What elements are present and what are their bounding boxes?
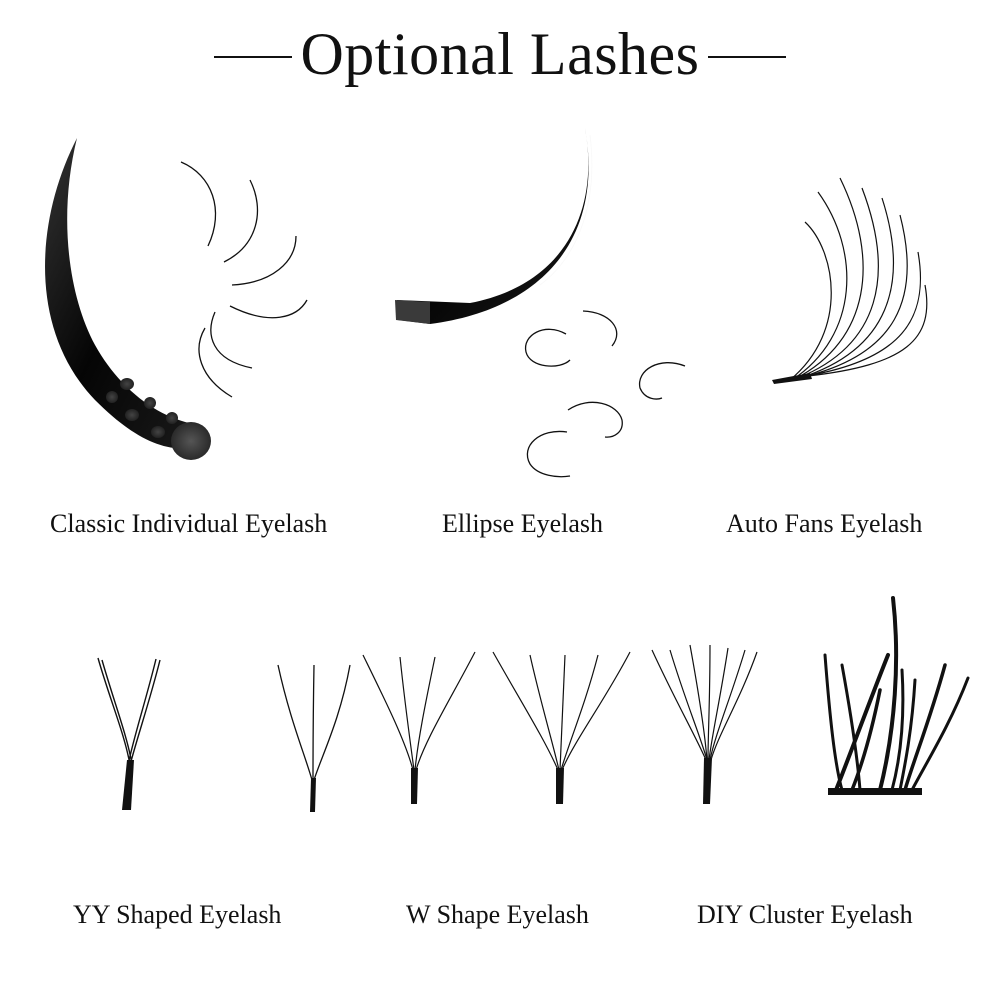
label-w-shape-eyelash: W Shape Eyelash: [406, 900, 589, 929]
label-yy-shaped-eyelash: YY Shaped Eyelash: [73, 900, 282, 929]
auto-fans-lash-icon: [772, 177, 928, 384]
label-classic-individual-eyelash: Classic Individual Eyelash: [50, 509, 328, 538]
ellipse-lash-icon: [395, 128, 686, 478]
classic-individual-lash-icon: [45, 138, 308, 460]
title-row: Optional Lashes: [0, 14, 1000, 94]
w-shape-lash-icon: [362, 644, 758, 804]
label-diy-cluster-eyelash: DIY Cluster Eyelash: [697, 900, 913, 929]
diy-cluster-lash-icon: [823, 596, 970, 795]
yy-shaped-lash-icon: [97, 657, 351, 812]
title-rule-left: [214, 56, 293, 58]
label-auto-fans-eyelash: Auto Fans Eyelash: [726, 509, 923, 538]
label-ellipse-eyelash: Ellipse Eyelash: [442, 509, 604, 538]
title-rule-right: [707, 56, 786, 58]
page-title: Optional Lashes: [300, 21, 700, 87]
